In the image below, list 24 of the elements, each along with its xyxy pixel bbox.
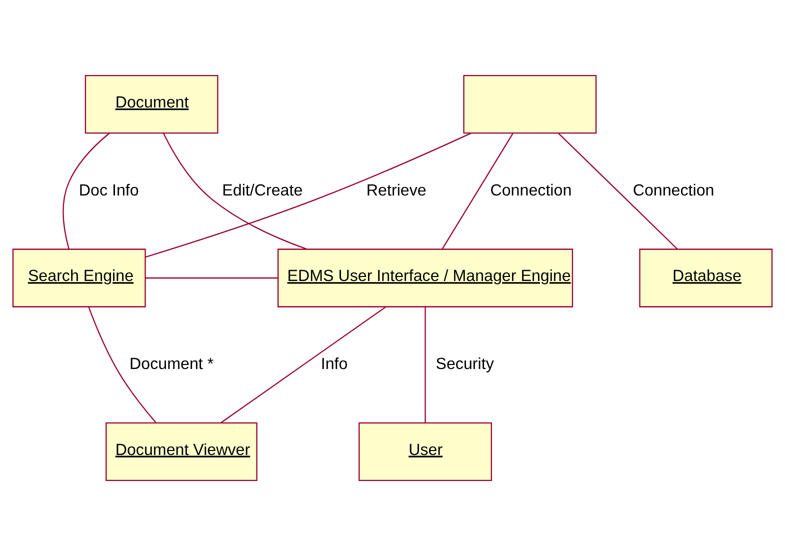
node-box: Document (84, 75, 218, 134)
node-box: Document Viewver (106, 422, 258, 481)
edge-label: Retrieve (366, 181, 426, 200)
connector (442, 133, 514, 250)
node-box: Search Engine (12, 248, 146, 308)
edge-label: Edit/Create (222, 181, 303, 200)
edge-label: Connection (490, 181, 572, 200)
node-box: EDMS User Interface / Manager Engine (278, 248, 574, 308)
edge-label: Document * (130, 355, 214, 374)
connector (220, 306, 386, 424)
node-box: Database (639, 248, 773, 308)
connector (424, 307, 426, 423)
connector (558, 133, 678, 250)
edge-label: Doc Info (78, 181, 139, 200)
connector (163, 133, 307, 250)
edge-label: Info (320, 355, 348, 374)
connector (145, 277, 278, 279)
edge-label: Connection (632, 181, 714, 200)
connector (88, 306, 156, 423)
edge-label: Security (436, 355, 494, 374)
connector (62, 132, 110, 250)
connector (145, 132, 472, 258)
node-box: User (358, 422, 492, 481)
node-box (463, 75, 597, 134)
